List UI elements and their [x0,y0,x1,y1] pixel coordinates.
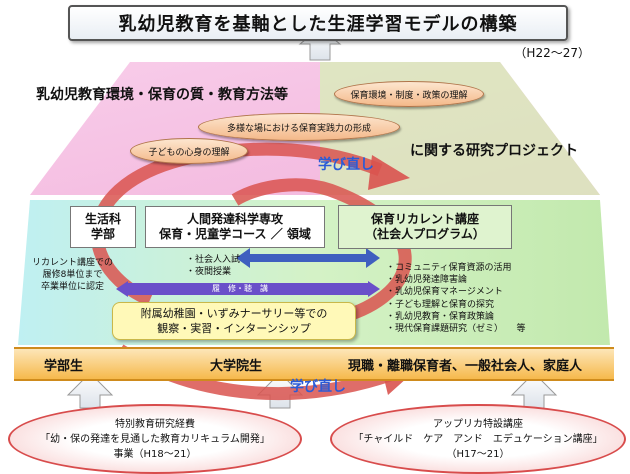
recurrent-list-item: ・子ども理解と保育の探究 [386,299,495,310]
ningen-item-2: ・夜間授業 [186,267,232,277]
manabi-top: 学び直し [318,157,374,173]
recurrent-list-item: ・乳幼児教育・保育政策論 [386,311,495,322]
student-band: 学部生 大学院生 現職・離職保育者、一般社会人、家庭人 [14,347,614,381]
rishu-label: 履 修・聴 講 [212,284,268,293]
ningen-box: 人間発達科学専攻 保育・児童学コース ／ 領域 [145,206,325,248]
bottom-left-2: 「幼・保の発達を見通した教育カリキュラム開発」 [40,433,270,445]
recurrent-list-item: ・コミュニティ保育資源の活用 [386,263,512,273]
oval-seido: 保育環境・制度・政策の理解 [334,81,484,107]
recurrent-note-3: 卒業単位に認定 [41,282,105,292]
recurrent-note-2: 履修8単位まで [42,270,103,280]
seikatsu-line2: 学部 [90,227,115,241]
manabi-bottom: 学び直し [290,379,346,395]
ningen-line1: 人間発達科学専攻 [186,212,283,226]
recurrent-line1: 保育リカレント講座 [370,212,479,226]
bottom-right-3: （H17～21） [446,448,510,460]
bottom-left-oval: 特別教育研究経費 「幼・保の発達を見通した教育カリキュラム開発」 事業（H18～… [8,404,302,474]
recurrent-list-item: ・乳幼児保育マネージメント [386,287,503,298]
pink-heading: 乳幼児教育環境・保育の質・教育方法等 [36,87,288,103]
recurrent-note: リカレント講座での 履修8単位まで 卒業単位に認定 [32,257,113,293]
fuzoku-box: 附属幼稚園・いずみナーサリー等での 観察・実習・インターンシップ [112,302,356,340]
bottom-right-1: アップリカ特設講座 [433,418,523,430]
recurrent-box: 保育リカレント講座 （社会人プログラム） [338,205,512,249]
band-shakaijin: 現職・離職保育者、一般社会人、家庭人 [348,359,583,374]
bottom-left-1: 特別教育研究経費 [115,418,195,430]
seikatsu-line1: 生活科 [84,212,121,226]
blue-double-arrow [236,248,380,268]
recurrent-line2: （社会人プログラム） [365,227,485,241]
ningen-items: ・社会人入試 ・夜間授業 [186,254,240,278]
seikatsu-box: 生活科 学部 [70,206,136,248]
period-label: （H22～27） [514,46,590,60]
page-title: 乳幼児教育を基軸とした生涯学習モデルの構築 [68,5,568,41]
rishu-bar [128,283,368,295]
fuzoku-line1: 附属幼稚園・いずみナーサリー等での [140,307,328,320]
project-label: に関する研究プロジェクト [410,143,578,159]
band-gakubusei: 学部生 [44,359,84,374]
recurrent-list: ・コミュニティ保育資源の活用 ・乳幼児発達障害論 ・乳幼児保育マネージメント ・… [386,262,526,335]
ningen-item-1: ・社会人入試 [186,255,241,265]
oval-kodomo: 子どもの心身の理解 [130,138,248,164]
bottom-right-2: 「チャイルド ケア アンド エデュケーション講座」 [353,433,603,445]
bottom-right-oval: アップリカ特設講座 「チャイルド ケア アンド エデュケーション講座」 （H17… [330,404,626,474]
recurrent-list-item: ・現代保育課題研究（ゼミ） 等 [386,324,526,335]
ningen-line2: 保育・児童学コース ／ 領域 [159,227,311,241]
recurrent-list-item: ・乳幼児発達障害論 [386,275,468,286]
recurrent-note-1: リカレント講座での [32,258,114,268]
bottom-left-3: 事業（H18～21） [113,448,197,460]
oval-jissen: 多様な場における保育実践力の形成 [198,113,400,141]
fuzoku-line2: 観察・実習・インターンシップ [157,322,311,335]
band-daigakuinsei: 大学院生 [210,359,263,374]
